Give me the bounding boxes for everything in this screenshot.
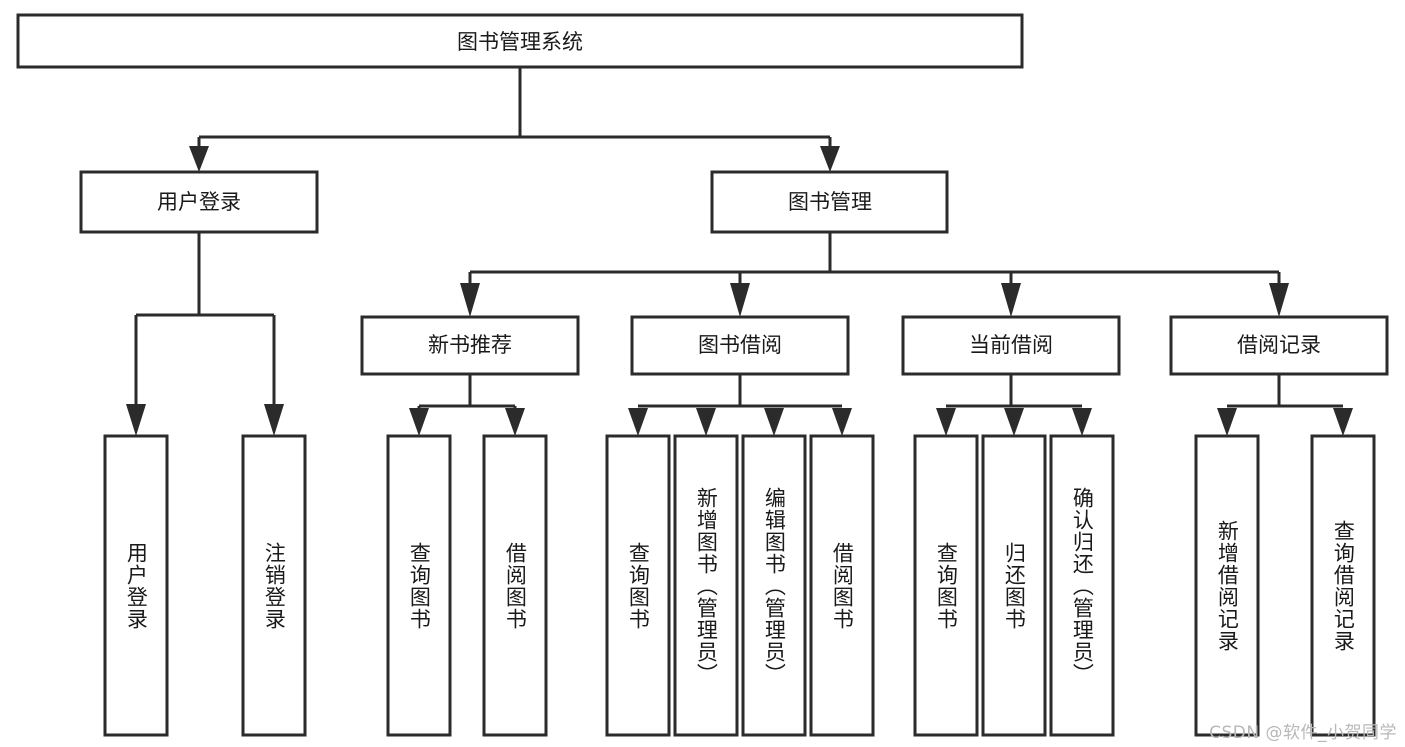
node-root[interactable]: 图书管理系统 (16, 13, 1024, 69)
node-leaf-borrow-book-1-box[interactable] (482, 434, 548, 737)
arrowhead-leaf-query-record (1333, 408, 1353, 436)
node-new-book-recommend-box[interactable] (360, 315, 580, 376)
node-root-box[interactable] (16, 13, 1024, 69)
arrowhead-leaf-edit-book (764, 408, 784, 436)
arrowhead-current-borrow (1001, 283, 1021, 317)
arrowhead-leaf-borrow-book-2 (832, 408, 852, 436)
arrowhead-borrow-record (1269, 283, 1289, 317)
node-leaf-confirm-return-box[interactable] (1049, 434, 1115, 737)
node-new-book-recommend-label: 新书推荐 (428, 333, 512, 357)
arrowhead-new-book-recommend (460, 283, 480, 317)
connector-user-login-to-leaves (126, 232, 284, 436)
node-book-borrow[interactable]: 图书借阅 (630, 315, 850, 376)
node-leaf-query-record-box[interactable] (1310, 434, 1376, 737)
node-borrow-record-label: 借阅记录 (1237, 333, 1321, 357)
arrowhead-leaf-query-book-2 (628, 408, 648, 436)
node-leaf-edit-book-box[interactable] (741, 434, 807, 737)
arrowhead-leaf-add-record (1217, 408, 1237, 436)
node-root-label: 图书管理系统 (457, 30, 583, 54)
node-user-login[interactable]: 用户登录 (79, 170, 319, 234)
arrowhead-leaf-add-book (696, 408, 716, 436)
node-leaf-add-record-box[interactable] (1194, 434, 1260, 737)
arrowhead-book-borrow (730, 283, 750, 317)
node-user-login-box[interactable] (79, 170, 319, 234)
node-leaf-user-login-box[interactable] (103, 434, 169, 737)
arrowhead-book-manage (820, 146, 840, 172)
node-borrow-record-box[interactable] (1169, 315, 1389, 376)
node-current-borrow[interactable]: 当前借阅 (901, 315, 1121, 376)
node-current-borrow-label: 当前借阅 (969, 333, 1053, 357)
node-book-borrow-label: 图书借阅 (698, 333, 782, 357)
arrowhead-leaf-return-book (1004, 408, 1024, 436)
arrowhead-leaf-borrow-book-1 (505, 408, 525, 436)
node-new-book-recommend[interactable]: 新书推荐 (360, 315, 580, 376)
node-leaf-query-book-1-box[interactable] (386, 434, 452, 737)
node-leaf-add-book-box[interactable] (673, 434, 739, 737)
node-book-manage-label: 图书管理 (788, 190, 872, 214)
connector-borrow-record-to-leaves (1217, 374, 1353, 436)
node-book-borrow-box[interactable] (630, 315, 850, 376)
node-leaf-borrow-book-2-box[interactable] (809, 434, 875, 737)
connector-book-manage-to-level3 (460, 232, 1289, 317)
connector-book-borrow-to-leaves (628, 374, 852, 436)
arrowhead-leaf-query-book-1 (409, 408, 429, 436)
arrowhead-leaf-query-book-3 (936, 408, 956, 436)
node-book-manage[interactable]: 图书管理 (710, 170, 949, 234)
node-borrow-record[interactable]: 借阅记录 (1169, 315, 1389, 376)
node-current-borrow-box[interactable] (901, 315, 1121, 376)
node-leaf-return-book-box[interactable] (981, 434, 1047, 737)
arrowhead-leaf-confirm-return (1072, 408, 1092, 436)
node-book-manage-box[interactable] (710, 170, 949, 234)
connector-new-book-recommend-to-leaves (409, 374, 525, 436)
arrowhead-leaf-user-login (126, 404, 146, 436)
connector-root-to-level2 (189, 67, 840, 172)
arrowhead-leaf-user-logout (264, 404, 284, 436)
node-leaf-query-book-2-box[interactable] (605, 434, 671, 737)
node-user-login-label: 用户登录 (157, 190, 241, 214)
node-leaf-query-book-3-box[interactable] (913, 434, 979, 737)
arrowhead-user-login (189, 146, 209, 172)
node-leaf-user-logout-box[interactable] (241, 434, 307, 737)
connector-current-borrow-to-leaves (936, 374, 1092, 436)
csdn-watermark: CSDN @软件_小贺同学 (1209, 723, 1397, 743)
